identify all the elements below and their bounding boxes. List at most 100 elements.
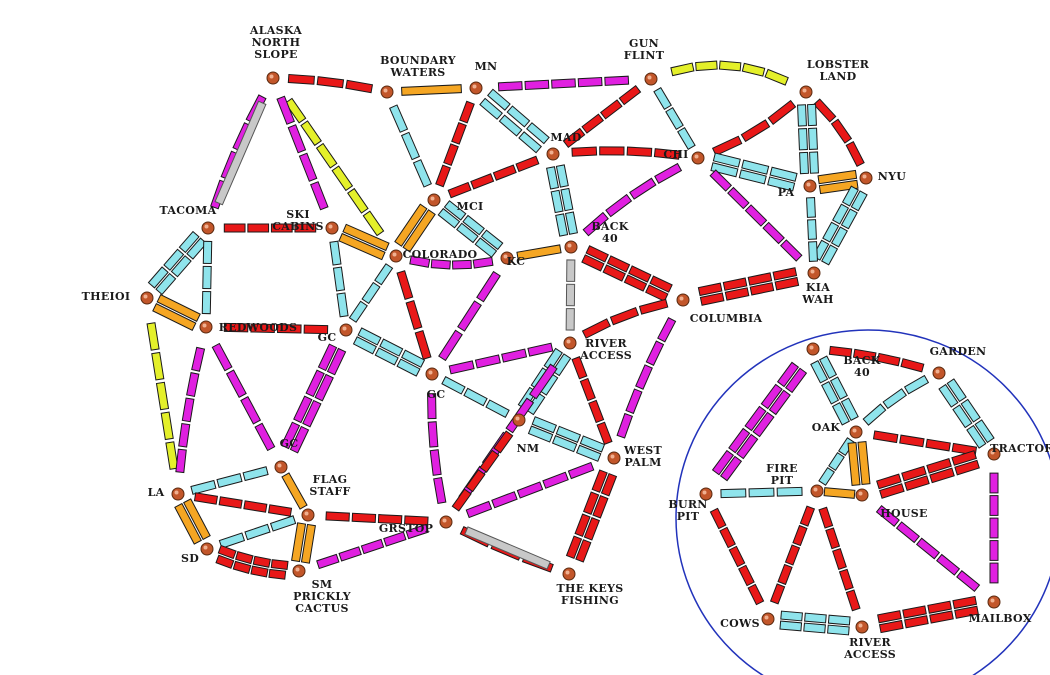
- train-car-magenta[interactable]: [516, 481, 544, 499]
- route-i_firepit-i_house[interactable]: [823, 487, 856, 499]
- train-car-magenta[interactable]: [915, 537, 941, 560]
- route-mci-kc[interactable]: [443, 200, 504, 251]
- train-car-red[interactable]: [852, 348, 877, 362]
- train-car-red[interactable]: [193, 492, 219, 505]
- city-westpalm[interactable]: [607, 451, 621, 465]
- city-i_tractor[interactable]: [987, 447, 1001, 461]
- train-car-red[interactable]: [813, 98, 837, 123]
- train-car-red[interactable]: [591, 469, 608, 493]
- train-car-magenta[interactable]: [405, 523, 429, 540]
- route-skicabins-colorado[interactable]: [342, 223, 390, 252]
- route-back40-columbia[interactable]: [581, 254, 669, 302]
- city-columbia[interactable]: [676, 293, 690, 307]
- city-marker[interactable]: [469, 81, 483, 95]
- train-car-red[interactable]: [724, 287, 750, 301]
- train-car-magenta[interactable]: [989, 562, 999, 584]
- route-tacoma-theioi[interactable]: [147, 230, 200, 289]
- city-marker[interactable]: [932, 366, 946, 380]
- train-car-red[interactable]: [243, 500, 268, 513]
- city-marker[interactable]: [500, 251, 514, 265]
- train-car-red[interactable]: [451, 121, 467, 145]
- train-car-red[interactable]: [571, 146, 598, 157]
- train-car-magenta[interactable]: [582, 211, 609, 237]
- route-gunflint-mad[interactable]: [562, 84, 642, 149]
- city-gunflint[interactable]: [644, 72, 658, 86]
- route-i_back40-i_oak[interactable]: [819, 355, 859, 421]
- train-car-red[interactable]: [626, 146, 653, 157]
- city-marker[interactable]: [562, 567, 576, 581]
- route-i_back40-i_oak[interactable]: [810, 360, 850, 426]
- train-car-orange[interactable]: [342, 223, 390, 252]
- train-car-magenta[interactable]: [744, 405, 767, 432]
- route-lobster-pa[interactable]: [807, 103, 819, 174]
- train-car-red[interactable]: [872, 430, 899, 444]
- train-car-magenta[interactable]: [448, 360, 475, 375]
- train-car-red[interactable]: [606, 255, 631, 273]
- train-car-magenta[interactable]: [178, 422, 191, 448]
- train-car-orange[interactable]: [516, 244, 562, 261]
- train-car-red[interactable]: [345, 79, 374, 94]
- train-car-red[interactable]: [575, 539, 592, 563]
- train-car-cyan[interactable]: [882, 388, 908, 410]
- train-car-red[interactable]: [653, 148, 680, 160]
- city-sm[interactable]: [292, 564, 306, 578]
- train-car-cyan[interactable]: [938, 383, 959, 408]
- route-gc2-nm[interactable]: [441, 376, 510, 418]
- train-car-magenta[interactable]: [383, 531, 407, 547]
- city-marker[interactable]: [199, 320, 213, 334]
- train-car-cyan[interactable]: [821, 244, 839, 266]
- train-car-red[interactable]: [818, 506, 834, 529]
- train-car-red[interactable]: [769, 583, 786, 605]
- route-columbia-riveraccess[interactable]: [581, 298, 669, 339]
- city-colorado[interactable]: [389, 249, 403, 263]
- train-car-magenta[interactable]: [254, 422, 276, 452]
- train-car-red[interactable]: [830, 118, 853, 144]
- train-car-red[interactable]: [270, 223, 293, 233]
- route-sm-grstop[interactable]: [316, 523, 429, 570]
- route-mci-colorado[interactable]: [402, 209, 436, 253]
- train-car-red[interactable]: [599, 99, 623, 120]
- city-tacoma[interactable]: [201, 221, 215, 235]
- train-car-magenta[interactable]: [542, 471, 569, 489]
- route-theioi-redwoods[interactable]: [152, 303, 197, 331]
- train-car-magenta[interactable]: [316, 553, 340, 570]
- train-car-cyan[interactable]: [550, 189, 564, 214]
- train-car-yellow[interactable]: [362, 210, 385, 237]
- train-car-orange[interactable]: [152, 303, 197, 331]
- train-car-red[interactable]: [583, 517, 601, 541]
- train-car-cyan[interactable]: [712, 152, 741, 168]
- train-car-red[interactable]: [904, 615, 929, 629]
- city-flagstaff[interactable]: [301, 508, 315, 522]
- route-flagstaff-sd[interactable]: [218, 515, 297, 549]
- train-car-red[interactable]: [711, 135, 743, 157]
- train-car-red[interactable]: [492, 164, 517, 181]
- train-car-magenta[interactable]: [289, 425, 310, 454]
- route-i_oak-i_house[interactable]: [847, 441, 861, 486]
- route-i_riveraccess-i_mailbox[interactable]: [878, 605, 979, 634]
- route-lobster-nyu[interactable]: [813, 98, 865, 168]
- train-car-red[interactable]: [728, 545, 746, 568]
- train-car-cyan[interactable]: [202, 265, 212, 290]
- train-car-magenta[interactable]: [497, 81, 523, 92]
- route-gc1-gc2[interactable]: [357, 327, 426, 368]
- train-car-cyan[interactable]: [498, 114, 523, 137]
- train-car-red[interactable]: [699, 292, 725, 306]
- train-car-magenta[interactable]: [989, 472, 999, 494]
- train-car-red[interactable]: [270, 559, 289, 570]
- route-colorado-gc2[interactable]: [396, 270, 432, 360]
- train-car-magenta[interactable]: [528, 363, 558, 400]
- train-car-red[interactable]: [828, 345, 853, 358]
- train-car-red[interactable]: [252, 555, 271, 568]
- route-grstop-keys[interactable]: [464, 526, 551, 570]
- route-alaska-tacoma[interactable]: [214, 100, 267, 206]
- train-car-red[interactable]: [645, 284, 669, 302]
- train-car-red[interactable]: [581, 254, 605, 272]
- route-i_tractor-i_mailbox[interactable]: [989, 472, 999, 584]
- route-pa-kiawah[interactable]: [806, 197, 818, 262]
- train-car-cyan[interactable]: [827, 624, 850, 636]
- route-i_garden-i_tractor[interactable]: [946, 378, 995, 444]
- train-car-cyan[interactable]: [201, 290, 212, 315]
- train-car-magenta[interactable]: [409, 255, 431, 268]
- train-car-magenta[interactable]: [276, 95, 295, 125]
- train-car-cyan[interactable]: [551, 353, 572, 377]
